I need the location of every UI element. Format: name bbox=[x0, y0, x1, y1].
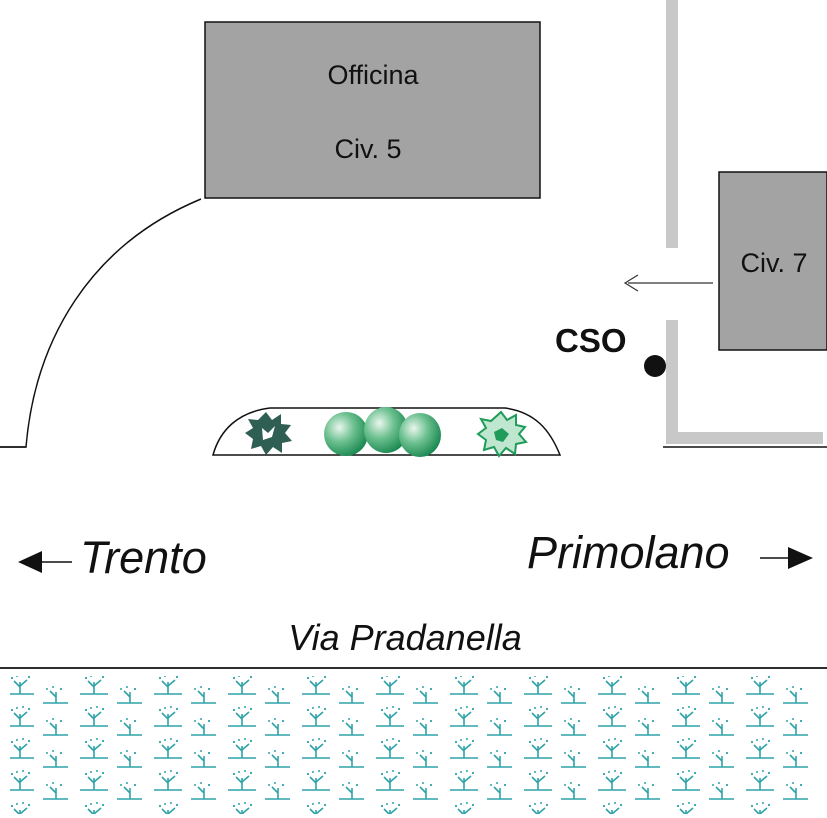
building-civ7: Civ. 7 bbox=[718, 171, 827, 351]
access-arrow-head-icon bbox=[623, 274, 639, 292]
outline-bush-icon bbox=[476, 410, 528, 458]
wall-bottom bbox=[666, 432, 823, 444]
building-officina-number: Civ. 5 bbox=[334, 134, 401, 164]
arrow-left-icon bbox=[18, 551, 42, 573]
building-officina-shape bbox=[204, 21, 541, 199]
building-civ7-shape bbox=[718, 171, 827, 351]
street-name: Via Pradanella bbox=[288, 617, 522, 658]
building-officina: Officina Civ. 5 bbox=[204, 21, 541, 199]
meadow-icon bbox=[10, 676, 810, 814]
direction-primolano: Primolano bbox=[527, 527, 813, 578]
building-officina-name: Officina bbox=[327, 60, 419, 90]
direction-trento-label: Trento bbox=[80, 532, 207, 583]
cso-marker-icon bbox=[644, 355, 666, 377]
wall-lower bbox=[666, 320, 678, 444]
round-tree-icon bbox=[324, 407, 441, 457]
cso-label: CSO bbox=[555, 322, 627, 359]
boundary-wall bbox=[666, 0, 823, 444]
direction-primolano-label: Primolano bbox=[527, 527, 730, 578]
building-civ7-number: Civ. 7 bbox=[740, 248, 807, 278]
dark-bush-icon bbox=[245, 412, 292, 455]
arrow-right-icon bbox=[788, 547, 813, 569]
driveway-curve bbox=[0, 198, 202, 448]
traffic-island bbox=[212, 407, 562, 458]
wall-upper bbox=[666, 0, 678, 248]
direction-trento: Trento bbox=[18, 532, 207, 583]
